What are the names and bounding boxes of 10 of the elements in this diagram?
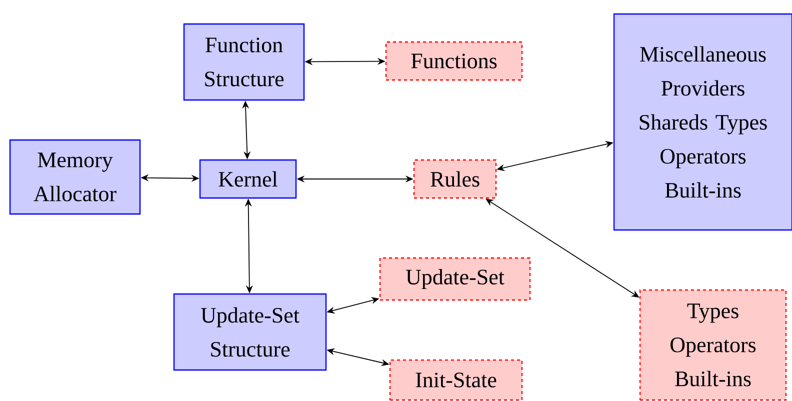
dashed-box: Init-State [389, 359, 523, 401]
process-box: Memory Allocator [9, 139, 141, 215]
process-box: Update-Set Structure [173, 293, 327, 371]
process-box: Kernel [199, 159, 297, 199]
process-box: Miscellaneous Providers Shareds Types Operators Built-ins [613, 13, 792, 231]
dashed-box: Types Operators Built-ins [639, 289, 787, 401]
dashed-box: Functions [385, 41, 523, 81]
process-box: Function Structure [183, 23, 305, 101]
dashed-box: Update-Set [379, 257, 531, 301]
dashed-box: Rules [413, 159, 497, 199]
